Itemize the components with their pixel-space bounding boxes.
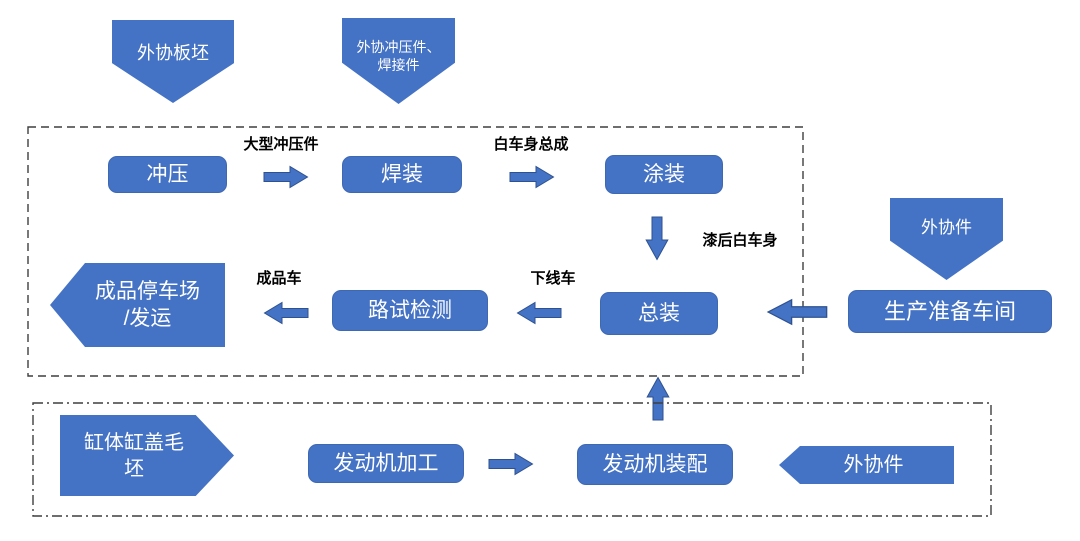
outsourced-parts-engine-pentagon: 外协件 xyxy=(779,446,954,484)
outsourced-stamping-welding-pentagon: 外协冲压件、 焊接件 xyxy=(342,18,455,104)
offline-car-label: 下线车 xyxy=(530,270,576,287)
outsourced-parts-engine-label: 外协件 xyxy=(843,454,904,476)
outsourced-stamping-welding-label: 外协冲压件、 焊接件 xyxy=(356,38,441,73)
painted-body-label: 漆后白车身 xyxy=(702,232,778,249)
engine-machining-node: 发动机加工 xyxy=(308,444,464,483)
welding-node: 焊装 xyxy=(342,156,462,193)
outsourced-slab-label: 外协板坯 xyxy=(137,42,209,63)
engine-blank-label: 缸体缸盖毛 坯 xyxy=(84,431,184,480)
outsourced-slab-pentagon: 外协板坯 xyxy=(112,20,234,103)
vehicle-line-frame xyxy=(27,126,804,377)
engine-to-assembly-arrow xyxy=(646,376,670,421)
large-stampings-label: 大型冲压件 xyxy=(243,136,319,153)
assembly-to-roadtest-arrow xyxy=(516,301,562,325)
painting-label: 涂装 xyxy=(643,163,685,186)
outsourced-parts-vehicle-pentagon: 外协件 xyxy=(890,198,1003,280)
finished-yard-label: 成品停车场 /发运 xyxy=(95,279,200,330)
engine-blank-pentagon: 缸体缸盖毛 坯 xyxy=(60,415,234,496)
welding-label: 焊装 xyxy=(381,163,423,186)
engine-machining-label: 发动机加工 xyxy=(333,452,439,475)
outsourced-parts-vehicle-label: 外协件 xyxy=(921,217,972,237)
final-assembly-label: 总装 xyxy=(638,302,680,325)
painting-to-assembly-arrow xyxy=(645,216,669,261)
roadtest-to-yard-arrow xyxy=(263,301,309,325)
prep-workshop-label: 生产准备车间 xyxy=(883,298,1016,324)
painting-node: 涂装 xyxy=(605,155,723,194)
prep-workshop-node: 生产准备车间 xyxy=(848,290,1052,333)
finished-car-label: 成品车 xyxy=(256,270,302,287)
finished-yard-pentagon: 成品停车场 /发运 xyxy=(50,263,225,347)
body-in-white-label: 白车身总成 xyxy=(493,136,569,153)
road-test-label: 路试检测 xyxy=(368,299,452,322)
stamping-label: 冲压 xyxy=(146,163,189,186)
engine-assembly-node: 发动机装配 xyxy=(577,444,733,485)
engine-assembly-label: 发动机装配 xyxy=(602,453,708,476)
engine-line-frame xyxy=(32,402,992,517)
stamping-to-welding-arrow xyxy=(263,165,309,189)
stamping-node: 冲压 xyxy=(108,156,227,193)
road-test-node: 路试检测 xyxy=(332,290,488,331)
final-assembly-node: 总装 xyxy=(600,292,718,335)
machining-to-engine-assembly-arrow xyxy=(488,452,534,476)
welding-to-painting-arrow xyxy=(509,165,555,189)
prep-to-assembly-arrow xyxy=(766,298,828,326)
